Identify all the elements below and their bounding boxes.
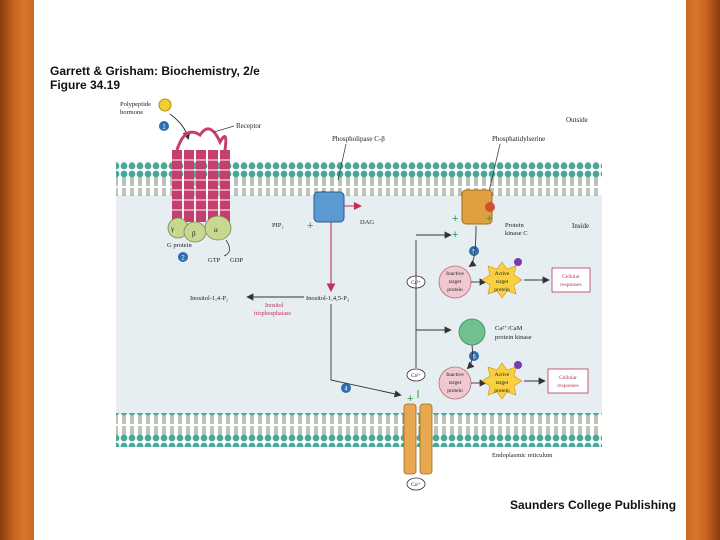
hormone-molecule — [158, 98, 172, 112]
step-circle-6: 6 — [469, 351, 479, 361]
pkc-plus-sign-2: + — [452, 229, 458, 241]
beta-label: β — [192, 230, 196, 238]
svg-text:target: target — [449, 380, 462, 386]
cam-kinase — [458, 318, 486, 346]
step-circle-4: 4 — [341, 383, 351, 393]
ip3-receptor-channel — [403, 403, 433, 475]
svg-text:protein: protein — [494, 287, 510, 293]
gtp-exchange-arrow — [223, 239, 230, 257]
pkc-down-arrow — [468, 225, 477, 268]
gdp-label: GDP — [230, 257, 243, 264]
svg-text:1: 1 — [162, 125, 166, 131]
svg-text:Active: Active — [495, 372, 510, 378]
svg-text:Inactive: Inactive — [446, 271, 464, 277]
svg-text:target: target — [449, 279, 462, 285]
calcium-ion-mid: Ca²⁺ — [406, 368, 426, 382]
pip2-label: PIP₂ — [272, 222, 284, 229]
caption-figure-number: Figure 34.19 — [50, 78, 121, 92]
svg-text:Inactive: Inactive — [446, 372, 464, 378]
receptor-label: Receptor — [236, 122, 262, 130]
hormone-label-1: Polypeptide — [120, 101, 151, 108]
active-target-protein-1: Active target protein — [481, 261, 523, 299]
svg-text:4: 4 — [344, 387, 348, 393]
svg-text:target: target — [496, 279, 509, 285]
pkc-plus-sign-1: + — [452, 213, 458, 225]
cellular-responses-box-2: Cellular responses — [547, 368, 589, 394]
ip2-label: Inositol-1,4-P₂ — [190, 295, 228, 302]
outside-label: Outside — [566, 116, 588, 124]
g-protein-label: G protein — [167, 242, 192, 249]
caption-title: Garrett & Grisham: Biochemistry, 2/e — [50, 64, 260, 78]
pkc-label-1: Protein — [505, 222, 525, 229]
ip3-to-channel-arrow — [330, 304, 402, 398]
phosphate-2 — [514, 361, 522, 369]
ip3-label: Inositol-1,4,5-P₃ — [306, 295, 349, 302]
svg-text:Cellular: Cellular — [562, 274, 580, 280]
pkc-serine-site — [485, 202, 495, 212]
step-circle-1: 1 — [159, 121, 169, 131]
plc-label: Phospholipase C-β — [332, 135, 385, 143]
receptor-protein — [172, 127, 230, 222]
svg-text:protein: protein — [447, 287, 463, 293]
step-circle-2: 2 — [178, 252, 188, 262]
alpha-label: α — [214, 226, 218, 234]
er-membrane — [116, 413, 602, 447]
cellular-responses-box-1: Cellular responses — [551, 267, 591, 293]
svg-text:target: target — [496, 380, 509, 386]
svg-text:responses: responses — [560, 282, 581, 288]
hormone-label-2: hormone — [120, 109, 143, 116]
inside-label: Inside — [572, 222, 589, 230]
cam-label-2: protein kinase — [495, 334, 532, 341]
svg-text:Cellular: Cellular — [559, 375, 577, 381]
phospholipase-c — [313, 191, 345, 223]
svg-text:responses: responses — [557, 383, 578, 389]
gtp-label: GTP — [208, 257, 221, 264]
er-label: Endoplasmic reticulum — [492, 452, 552, 459]
gamma-label: γ — [170, 225, 174, 233]
pkc-label-2: kinase C — [505, 230, 528, 237]
cam-label-1: Ca²⁺/CaM — [495, 325, 523, 332]
phosphatase-label-1: Inositol — [265, 303, 284, 309]
inactive-target-protein-2: Inactive target protein — [438, 366, 472, 400]
pkc-plus-sign-3: + — [486, 213, 492, 225]
phosphatidylserine-label: Phosphatidylserine — [492, 135, 545, 143]
dag-label: DAG — [360, 219, 374, 226]
cam-down-arrow — [466, 344, 475, 370]
svg-text:6: 6 — [472, 355, 476, 361]
calcium-ion-lower: Ca²⁺ — [406, 477, 426, 491]
active-target-protein-2: Active target protein — [481, 362, 523, 400]
hormone-arrow — [169, 113, 191, 140]
inactive-target-protein-1: Inactive target protein — [438, 265, 472, 299]
phosphate-1 — [514, 258, 522, 266]
svg-text:2: 2 — [181, 256, 185, 262]
svg-text:protein: protein — [447, 388, 463, 394]
plc-plus-sign: + — [307, 220, 313, 232]
svg-text:Active: Active — [495, 271, 510, 277]
phosphatase-label-2: trisphosphatase — [254, 311, 291, 317]
svg-text:protein: protein — [494, 388, 510, 394]
channel-plus-sign: + — [407, 393, 413, 405]
svg-text:Ca²⁺: Ca²⁺ — [411, 482, 421, 488]
publisher-credit: Saunders College Publishing — [510, 498, 677, 512]
svg-text:Ca²⁺: Ca²⁺ — [411, 373, 421, 379]
g-protein — [167, 215, 232, 243]
figure-caption: Garrett & Grisham: Biochemistry, 2/e Fig… — [50, 64, 260, 92]
